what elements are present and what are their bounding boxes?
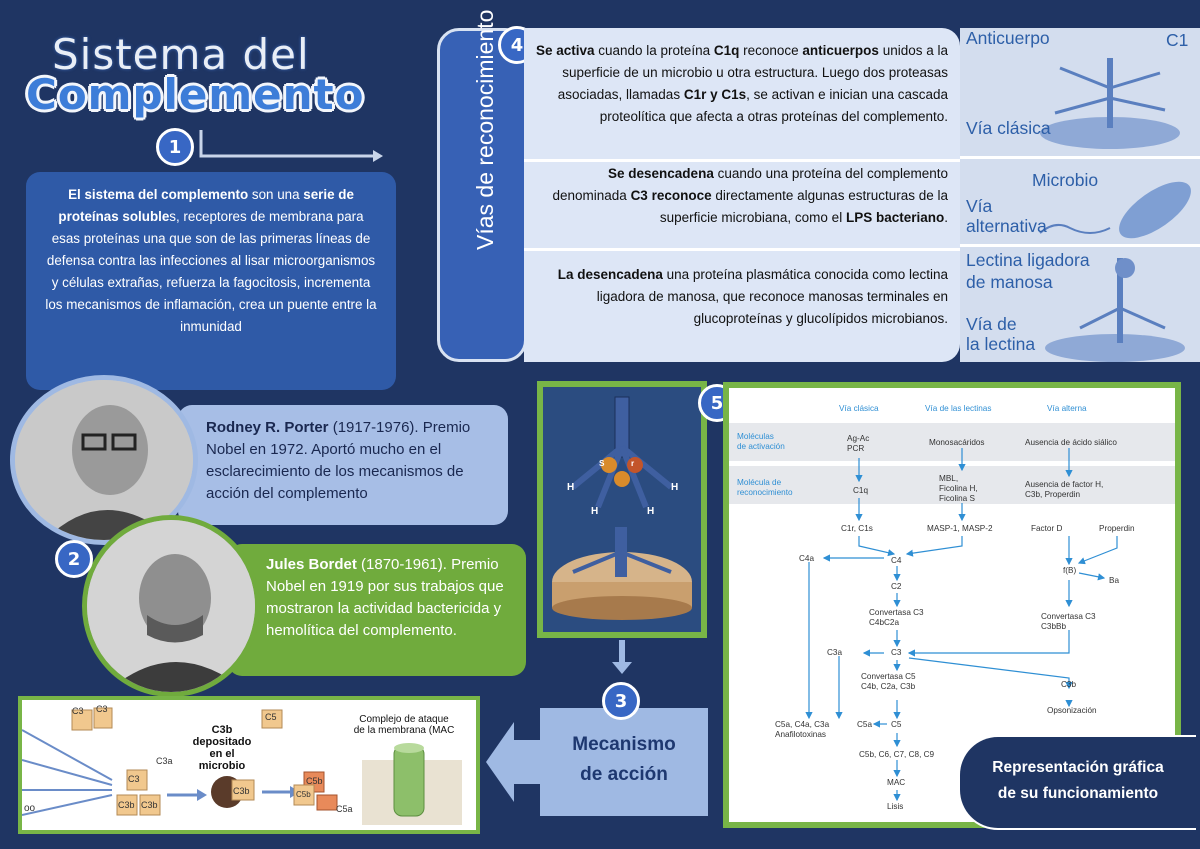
complement-molecule-icon bbox=[960, 58, 1200, 362]
page-title-highlight: Complemento bbox=[26, 70, 365, 119]
flow-c3b: C3b bbox=[1061, 680, 1077, 689]
mech-c3-1: C3 bbox=[72, 706, 84, 716]
flow-ba: Ba bbox=[1109, 576, 1120, 585]
bordet-box: Jules Bordet (1870-1961). Premio Nobel e… bbox=[228, 544, 526, 676]
via-clasica-text: Se activa cuando la proteína C1q reconoc… bbox=[535, 43, 948, 124]
portrait-icon bbox=[87, 520, 255, 692]
flow-c5: C5 bbox=[891, 720, 902, 729]
mechanism-title-2: de acción bbox=[580, 764, 668, 785]
mech-oo: oo bbox=[24, 803, 36, 814]
mechanism-title-1: Mecanismo bbox=[572, 734, 676, 755]
vias-illustration: Anticuerpo C1 Vía clásica Microbio Vía a… bbox=[960, 28, 1200, 362]
mol-h-1: H bbox=[567, 482, 575, 493]
flow-opson: Opsonización bbox=[1047, 706, 1097, 715]
flow-c3a: C3a bbox=[827, 648, 843, 657]
arrow-down-icon bbox=[612, 640, 632, 674]
mech-c3: C3 bbox=[128, 774, 140, 784]
porter-box: Rodney R. Porter (1917-1976). Premio Nob… bbox=[178, 405, 508, 525]
flow-masp: MASP-1, MASP-2 bbox=[927, 524, 993, 533]
flow-c4a: C4a bbox=[799, 554, 815, 563]
flow-c4: C4 bbox=[891, 556, 902, 565]
flow-h-lectinas: Vía de las lectinas bbox=[925, 404, 992, 413]
label-lectina-1: Lectina ligadora bbox=[966, 250, 1090, 270]
flow-mbl: MBL,Ficolina H,Ficolina S bbox=[939, 474, 978, 503]
mol-h-2: H bbox=[671, 482, 679, 493]
via-lectina-text: La desencadena una proteína plasmática c… bbox=[557, 267, 948, 326]
badge-3: 3 bbox=[602, 682, 640, 720]
label-anticuerpo: Anticuerpo bbox=[966, 28, 1050, 48]
via-alternativa-text: Se desencadena cuando una proteína del c… bbox=[552, 166, 949, 225]
bordet-photo bbox=[82, 515, 260, 697]
molecule-illustration: S r H H H H bbox=[537, 381, 707, 638]
flow-aus-acido: Ausencia de ácido siálico bbox=[1025, 438, 1117, 447]
flow-c2: C2 bbox=[891, 582, 902, 591]
flow-h-clasica: Vía clásica bbox=[839, 404, 879, 413]
page-title: Sistema del bbox=[52, 30, 310, 79]
mech-c5: C5 bbox=[265, 712, 277, 722]
mol-h-4: H bbox=[647, 506, 655, 517]
divider bbox=[524, 248, 960, 251]
mol-s: S bbox=[599, 459, 605, 468]
vias-panel: Se activa cuando la proteína C1q reconoc… bbox=[524, 28, 960, 362]
vias-sidebar bbox=[437, 28, 527, 362]
intro-box: El sistema del complemento son una serie… bbox=[26, 172, 396, 390]
mech-c3b-dep: C3b bbox=[233, 786, 250, 796]
mol-r: r bbox=[631, 459, 635, 468]
mech-c3a: C3a bbox=[156, 756, 173, 766]
badge-1: 1 bbox=[156, 128, 194, 166]
label-via-alt-1: Vía bbox=[966, 196, 993, 216]
arrow-left-icon bbox=[486, 722, 542, 802]
label-via-lectina-2: la lectina bbox=[966, 334, 1036, 354]
mech-c5a: C5a bbox=[336, 804, 353, 814]
flow-c3: C3 bbox=[891, 648, 902, 657]
label-via-lectina-1: Vía de bbox=[966, 314, 1017, 334]
flow-c1r: C1r, C1s bbox=[841, 524, 873, 533]
badge-2: 2 bbox=[55, 540, 93, 578]
flow-factor-d: Factor D bbox=[1031, 524, 1063, 533]
representation-line-2: de su funcionamiento bbox=[997, 785, 1159, 802]
representation-caption: Representación gráfica de su funcionamie… bbox=[958, 735, 1196, 830]
flow-aus-h: Ausencia de factor H,C3b, Properdin bbox=[1025, 480, 1104, 499]
label-via-clasica: Vía clásica bbox=[966, 118, 1051, 138]
vias-label: Vías de reconocimiento bbox=[470, 10, 500, 250]
mech-c5b: C5b bbox=[306, 776, 323, 786]
mech-c3b-1: C3b bbox=[118, 800, 135, 810]
label-lectina-2: de manosa bbox=[966, 272, 1053, 292]
mechanism-diagram-icon bbox=[22, 707, 462, 825]
flow-lines bbox=[729, 423, 1175, 802]
label-microbio: Microbio bbox=[1032, 170, 1099, 190]
flow-mono: Monosacáridos bbox=[929, 438, 985, 447]
flow-h-alterna: Vía alterna bbox=[1047, 404, 1087, 413]
mech-c3-2: C3 bbox=[96, 704, 108, 714]
flow-fb: f(B) bbox=[1063, 566, 1077, 575]
representation-line-1: Representación gráfica bbox=[992, 759, 1164, 776]
label-via-alt-2: alternativa bbox=[966, 216, 1047, 236]
flow-lisis: Lisis bbox=[887, 802, 904, 811]
mol-h-3: H bbox=[591, 506, 599, 517]
divider bbox=[524, 159, 960, 162]
mechanism-box: Mecanismo de acción bbox=[540, 708, 708, 816]
mech-c3b-2: C3b bbox=[141, 800, 158, 810]
flow-properdin: Properdin bbox=[1099, 524, 1135, 533]
mech-c5b-2: C5b bbox=[296, 790, 311, 799]
label-c1: C1 bbox=[1166, 30, 1189, 50]
c1-molecule-icon bbox=[543, 387, 701, 632]
flow-c5b: C5b, C6, C7, C8, C9 bbox=[859, 750, 935, 759]
flow-mac: MAC bbox=[887, 778, 906, 787]
arrow-right-icon bbox=[199, 130, 383, 162]
porter-photo bbox=[10, 375, 198, 545]
flow-c1q: C1q bbox=[853, 486, 869, 495]
portrait-icon bbox=[15, 380, 193, 540]
flow-c5a: C5a bbox=[857, 720, 873, 729]
